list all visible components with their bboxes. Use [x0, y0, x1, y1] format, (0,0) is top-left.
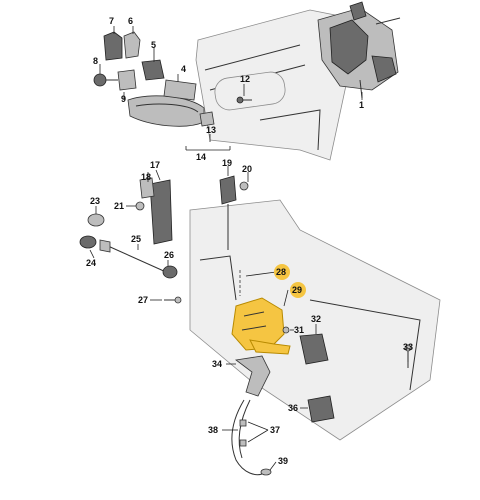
callout-33: 25 — [131, 234, 141, 244]
callout-36: 34 — [212, 359, 222, 369]
rod-33 — [99, 239, 167, 273]
cable-38 — [231, 399, 263, 476]
callout-20: 18 — [141, 172, 151, 182]
callout-27-highlight — [274, 264, 290, 280]
screw-4 — [236, 96, 252, 104]
callout-37: 37 — [270, 425, 280, 435]
callout-labels: 7 6 5 8 9 4 12 13 14 1 17 18 19 20 21 23… — [86, 16, 413, 466]
callout-17: 19 — [222, 158, 232, 168]
callout-28-highlight — [290, 282, 306, 298]
gasket-7 — [163, 79, 197, 101]
callout-5: 13 — [206, 125, 216, 135]
callout-1: 1 — [359, 100, 364, 110]
callout-23: 36 — [288, 403, 298, 413]
callout-28: 29 — [292, 285, 302, 295]
cap-5 — [199, 111, 215, 127]
cap-12 — [123, 31, 141, 59]
callout-8: 5 — [151, 40, 156, 50]
callout-7: 4 — [181, 64, 186, 74]
callout-34: 26 — [164, 250, 174, 260]
bracket-8 — [141, 59, 165, 81]
callout-26: 31 — [294, 325, 304, 335]
nut-34 — [162, 265, 178, 279]
clips-37 — [239, 419, 247, 447]
nut-31 — [87, 213, 105, 227]
callout-29: 27 — [138, 295, 148, 305]
callout-6: 14 — [196, 152, 206, 162]
screw-19 — [135, 201, 145, 211]
callout-19: 21 — [114, 201, 124, 211]
leader-lines — [89, 26, 409, 471]
door-lock-28-highlighted — [231, 270, 291, 355]
release-lever-36 — [234, 355, 271, 397]
callout-18: 20 — [242, 164, 252, 174]
door-handle — [127, 95, 205, 127]
bracket-9 — [117, 69, 137, 91]
callout-27: 28 — [276, 267, 286, 277]
screw-18 — [239, 181, 249, 191]
cap-13 — [103, 31, 123, 61]
screw-29 — [164, 296, 182, 304]
callout-9: 9 — [121, 94, 126, 104]
callout-24: 32 — [311, 314, 321, 324]
callout-13: 7 — [109, 16, 114, 26]
upper-lock-mechanism — [317, 1, 401, 99]
callout-38: 38 — [208, 425, 218, 435]
callout-32: 24 — [86, 258, 96, 268]
striker-23 — [307, 395, 335, 423]
callout-21: 17 — [150, 160, 160, 170]
callout-12: 6 — [128, 16, 133, 26]
cover-21 — [139, 177, 173, 245]
callout-31: 23 — [90, 196, 100, 206]
cable-end-39 — [260, 468, 272, 476]
screw-26 — [282, 326, 290, 334]
cover-17 — [219, 175, 237, 250]
screw-14 — [93, 73, 118, 87]
callout-39: 39 — [278, 456, 288, 466]
callout-14: 8 — [93, 56, 98, 66]
bracket-24 — [299, 333, 329, 365]
callout-25: 33 — [403, 342, 413, 352]
washer-32 — [79, 235, 97, 249]
callout-4: 12 — [240, 74, 250, 84]
upper-door-panel — [195, 9, 361, 161]
